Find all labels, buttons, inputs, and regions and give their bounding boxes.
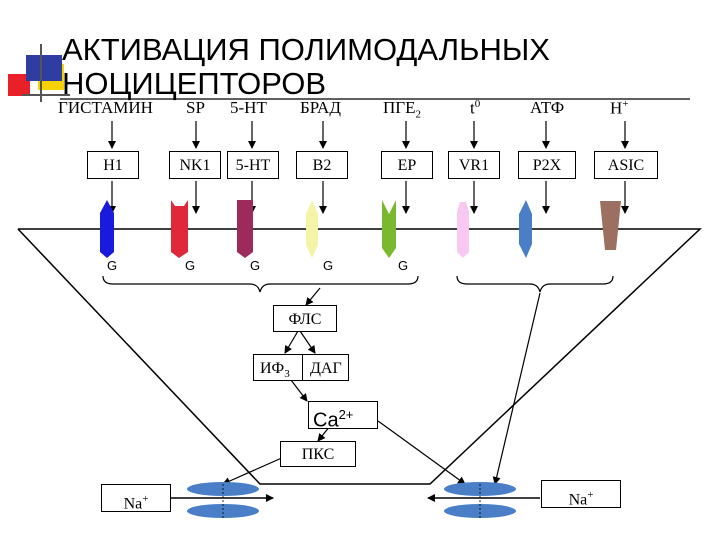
right-ion-channel-top <box>444 482 516 496</box>
receptor-p2x-box: P2X <box>518 151 576 179</box>
calcium-box: Ca2+ <box>308 401 378 432</box>
sodium-text: Na <box>568 491 588 509</box>
receptor-5ht <box>237 200 253 258</box>
stimulus-label: 5-HT <box>230 98 267 117</box>
stimulus-prostaglandin: ПГЕ2 <box>383 98 421 120</box>
receptor-p2x <box>519 200 532 258</box>
ip3-dag-box: ИФ3 ДАГ <box>253 354 349 381</box>
g-protein-label: G <box>397 258 409 273</box>
receptor-asic-box: ASIC <box>594 151 658 179</box>
receptor-asic <box>600 201 621 250</box>
logo-red-square <box>8 74 30 96</box>
receptor-b2-box: B2 <box>296 151 348 179</box>
stimulus-label: ПГЕ <box>383 98 416 117</box>
stimulus-atp: АТФ <box>530 98 564 118</box>
left-sodium-box: Na+ <box>101 484 171 512</box>
receptor-ep <box>382 200 396 258</box>
logo-horizontal-line <box>22 94 70 96</box>
right-asic-line <box>492 292 541 485</box>
receptor-h1-box: H1 <box>87 151 139 179</box>
left-ion-channel-top <box>187 482 259 496</box>
calcium-superscript: 2+ <box>338 407 354 422</box>
right-sodium-box: Na+ <box>541 480 621 508</box>
stimulus-subscript: 2 <box>415 108 422 121</box>
ip3-label: ИФ3 <box>260 355 290 388</box>
stimulus-arrows <box>108 121 629 149</box>
stimulus-label: БРАД <box>300 98 341 117</box>
stimulus-label: ГИСТАМИН <box>58 98 153 117</box>
receptor-b2 <box>306 200 318 258</box>
ion-channel-brace <box>456 275 614 293</box>
receptor-nk1 <box>171 200 188 258</box>
g-protein-label: G <box>322 258 334 273</box>
ip3-subscript: 3 <box>284 368 290 381</box>
title-line-1: АКТИВАЦИЯ ПОЛИМОДАЛЬНЫХ <box>62 32 550 67</box>
stimulus-sp: SP <box>186 98 205 118</box>
calcium-to-channel-arrow <box>377 420 466 485</box>
stimulus-label: t <box>470 98 475 118</box>
receptor-ep-box: EP <box>381 151 433 179</box>
ip3-dag-divider <box>302 354 303 381</box>
plc-box: ФЛС <box>273 305 337 332</box>
left-ion-channel-bottom <box>187 504 259 518</box>
receptor-h1 <box>100 200 114 258</box>
receptor-nk1-box: NK1 <box>169 151 221 179</box>
stimulus-label: H <box>610 98 623 118</box>
pkc-box: ПКС <box>280 441 356 467</box>
stimulus-label: АТФ <box>530 98 565 117</box>
receptor-arrows <box>108 181 629 214</box>
g-protein-label: G <box>184 258 196 273</box>
right-ion-channel-bottom <box>444 504 516 518</box>
stimulus-5ht: 5-HT <box>230 98 267 118</box>
sodium-superscript: + <box>587 489 594 501</box>
g-protein-brace <box>102 275 419 293</box>
logo-vertical-line <box>40 44 42 102</box>
stimulus-superscript: + <box>622 98 629 110</box>
g-protein-label: G <box>249 258 261 273</box>
ip3-text: ИФ <box>260 360 285 377</box>
title-line-2: НОЦИЦЕПТОРОВ <box>62 66 327 101</box>
dag-label: ДАГ <box>310 360 342 377</box>
receptor-vr1-box: VR1 <box>448 151 500 179</box>
sodium-superscript: + <box>142 493 149 505</box>
stimulus-label: SP <box>186 98 205 117</box>
stimulus-histamine: ГИСТАМИН <box>58 98 153 118</box>
receptor-5ht-box: 5-HT <box>227 151 279 179</box>
calcium-text: Ca <box>313 409 339 432</box>
sodium-text: Na <box>123 495 143 513</box>
stimulus-bradykinin: БРАД <box>300 98 341 118</box>
receptor-vr1 <box>457 202 469 258</box>
logo-blue-square <box>26 55 62 81</box>
stimulus-temperature: t0 <box>470 98 480 119</box>
g-protein-label: G <box>106 258 118 273</box>
stimulus-proton: H+ <box>610 98 629 119</box>
stimulus-superscript: 0 <box>474 98 481 110</box>
